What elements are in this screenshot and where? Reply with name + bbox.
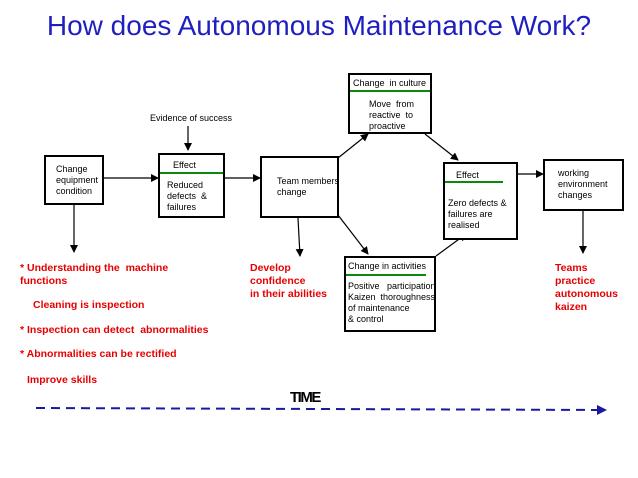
activities-body: Positive participation Kaizen thoroughne… bbox=[348, 281, 436, 324]
effect-body: Reduced defects & failures bbox=[167, 180, 208, 212]
teams-kaizen-outcome: Teams practice autonomous kaizen bbox=[555, 262, 618, 313]
change-culture-box: Change in culture Move from reactive to … bbox=[348, 73, 432, 134]
team-members-box: Team members change bbox=[260, 156, 339, 218]
culture-header: Change in culture bbox=[353, 78, 427, 88]
change-activities-box: Change in activities Positive participat… bbox=[344, 256, 436, 332]
culture-to-effect2-arrow bbox=[424, 133, 459, 161]
working-environment-box: working environment changes bbox=[543, 159, 624, 211]
activities-header: Change in activities bbox=[348, 261, 427, 271]
inspection-point: * Inspection can detect abnormalities bbox=[20, 324, 209, 336]
effect-box-2: Effect Zero defects & failures are reali… bbox=[443, 162, 518, 240]
header-underline bbox=[346, 274, 426, 276]
header-underline bbox=[350, 90, 430, 92]
team-to-culture-arrow bbox=[337, 133, 369, 159]
cleaning-point: Cleaning is inspection bbox=[33, 299, 145, 311]
effect-box-1: Effect Reduced defects & failures bbox=[158, 153, 225, 218]
effect-body: Zero defects & failures are realised bbox=[448, 198, 507, 230]
effect-header: Effect bbox=[173, 160, 196, 170]
understanding-point: * Understanding the machine functions bbox=[20, 262, 169, 287]
header-underline bbox=[445, 181, 503, 183]
timeline-arrow bbox=[35, 404, 607, 415]
effect-header: Effect bbox=[456, 170, 479, 180]
team-down-arrow bbox=[295, 217, 304, 257]
team-to-activities-arrow bbox=[337, 214, 369, 255]
header-underline bbox=[160, 172, 223, 174]
develop-confidence-outcome: Develop confidence in their abilities bbox=[250, 262, 328, 300]
improve-skills-point: Improve skills bbox=[27, 374, 98, 386]
time-label: TIME bbox=[290, 389, 321, 406]
change-equipment-box: Change equipment condition bbox=[44, 155, 104, 205]
culture-body: Move from reactive to proactive bbox=[369, 99, 415, 131]
rectified-point: * Abnormalities can be rectified bbox=[20, 348, 177, 360]
evidence-label: Evidence of success bbox=[150, 113, 233, 123]
page-title: How does Autonomous Maintenance Work? bbox=[46, 10, 592, 41]
